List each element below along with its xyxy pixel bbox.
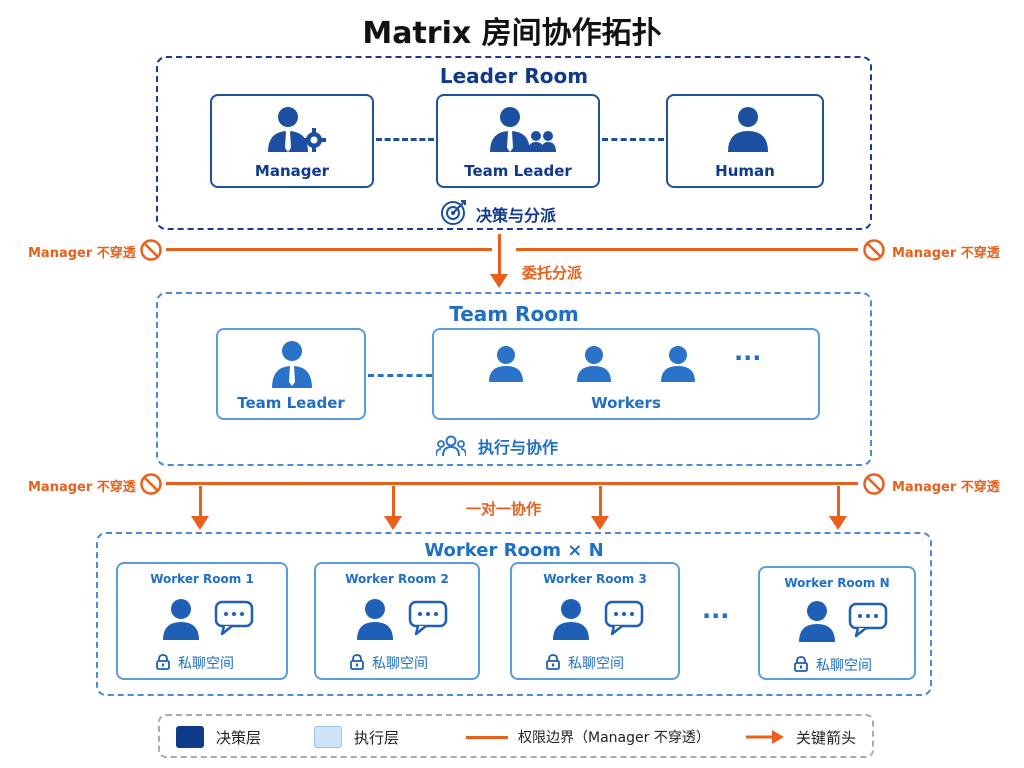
no-entry-icon bbox=[863, 239, 885, 261]
delegate-label: 委托分派 bbox=[522, 264, 583, 282]
person-icon bbox=[357, 599, 393, 640]
lock-icon bbox=[156, 654, 170, 670]
one-to-one-arrow-4 bbox=[837, 486, 840, 518]
leader-connector-1 bbox=[376, 138, 434, 141]
human-icon bbox=[728, 107, 768, 152]
one-to-one-arrow-3 bbox=[599, 486, 602, 518]
boundary-label-right-2: Manager 不穿透 bbox=[892, 480, 1000, 495]
one-to-one-label: 一对一协作 bbox=[466, 500, 542, 518]
team-leader-icon bbox=[490, 107, 556, 152]
chat-bubble-icon bbox=[848, 602, 888, 638]
worker-room-label-1: Worker Room 1 bbox=[150, 572, 254, 586]
manager-label: Manager bbox=[254, 162, 330, 180]
lock-icon bbox=[794, 656, 808, 672]
boundary-label-left-2: Manager 不穿透 bbox=[28, 480, 136, 495]
boundary-line-1-left bbox=[166, 248, 492, 251]
team-room: Team Room Team Leader ··· Workers 执行与协作 bbox=[156, 292, 872, 466]
team-room-title: Team Room bbox=[449, 302, 579, 326]
one-to-one-arrow-2 bbox=[392, 486, 395, 518]
team-connector bbox=[368, 374, 432, 377]
legend-boundary-line bbox=[466, 736, 508, 739]
legend-boundary-label: 权限边界（Manager 不穿透） bbox=[518, 730, 710, 746]
lock-icon bbox=[546, 654, 560, 670]
worker-room-card-2: Worker Room 2 私聊空间 bbox=[314, 562, 480, 680]
no-entry-icon bbox=[140, 239, 162, 261]
workers-card: ··· Workers bbox=[432, 328, 820, 420]
one-to-one-arrow-head-4 bbox=[829, 516, 847, 530]
boundary-line-2 bbox=[166, 482, 858, 485]
human-card: Human bbox=[666, 94, 824, 188]
person-icon bbox=[553, 599, 589, 640]
team-leader-card-2: Team Leader bbox=[216, 328, 366, 420]
worker-room-title: Worker Room × N bbox=[424, 540, 604, 561]
worker-icon bbox=[661, 346, 695, 382]
leader-room-title: Leader Room bbox=[439, 64, 589, 88]
worker-icon bbox=[489, 346, 523, 382]
chat-bubble-icon bbox=[408, 600, 448, 636]
diagram-title: Matrix 房间协作拓扑 bbox=[362, 16, 662, 51]
boundary-line-1-right bbox=[516, 248, 858, 251]
one-to-one-arrow-head-3 bbox=[591, 516, 609, 530]
legend-arrow-label: 关键箭头 bbox=[796, 729, 857, 747]
delegate-arrow-shaft bbox=[498, 234, 501, 274]
worker-room-group: Worker Room × N Worker Room 1 私聊空间 Worke… bbox=[96, 532, 932, 696]
worker-room-label-3: Worker Room 3 bbox=[543, 572, 647, 586]
manager-icon bbox=[268, 107, 326, 152]
delegate-arrow-head bbox=[490, 274, 508, 288]
private-space-label-3: 私聊空间 bbox=[568, 656, 624, 672]
person-icon bbox=[799, 601, 835, 642]
group-icon bbox=[436, 435, 466, 457]
human-label: Human bbox=[715, 162, 775, 180]
manager-card: Manager bbox=[210, 94, 374, 188]
one-to-one-arrow-1 bbox=[199, 486, 202, 518]
workers-label: Workers bbox=[591, 394, 661, 412]
chat-bubble-icon bbox=[214, 600, 254, 636]
team-leader-label-2: Team Leader bbox=[237, 394, 345, 412]
boundary-label-right-1: Manager 不穿透 bbox=[892, 246, 1000, 261]
one-to-one-arrow-head-2 bbox=[384, 516, 402, 530]
person-icon bbox=[163, 599, 199, 640]
worker-icon bbox=[577, 346, 611, 382]
worker-room-card-3: Worker Room 3 私聊空间 bbox=[510, 562, 680, 680]
boundary-label-left-1: Manager 不穿透 bbox=[28, 246, 136, 261]
worker-rooms-ellipsis: ··· bbox=[702, 602, 730, 630]
lock-icon bbox=[350, 654, 364, 670]
legend-arrow-icon bbox=[746, 730, 784, 744]
private-space-label-2: 私聊空间 bbox=[372, 656, 428, 672]
workers-ellipsis: ··· bbox=[734, 344, 762, 372]
leader-room: Leader Room Manager Team Leader bbox=[156, 56, 872, 230]
private-space-label-1: 私聊空间 bbox=[178, 656, 234, 672]
leader-connector-2 bbox=[602, 138, 664, 141]
one-to-one-arrow-head-1 bbox=[191, 516, 209, 530]
legend-execution-swatch bbox=[314, 726, 342, 748]
worker-room-label-2: Worker Room 2 bbox=[345, 572, 449, 586]
legend-decision-swatch bbox=[176, 726, 204, 748]
worker-room-card-1: Worker Room 1 私聊空间 bbox=[116, 562, 288, 680]
team-leader-label: Team Leader bbox=[464, 162, 572, 180]
legend-decision-label: 决策层 bbox=[216, 729, 262, 747]
team-room-caption: 执行与协作 bbox=[478, 438, 559, 457]
chat-bubble-icon bbox=[604, 600, 644, 636]
target-icon bbox=[441, 200, 466, 225]
worker-room-card-n: Worker Room N 私聊空间 bbox=[758, 566, 916, 680]
team-leader-icon bbox=[272, 341, 312, 388]
leader-room-caption: 决策与分派 bbox=[476, 206, 557, 225]
legend-execution-label: 执行层 bbox=[354, 729, 400, 747]
legend: 决策层 执行层 权限边界（Manager 不穿透） 关键箭头 bbox=[158, 714, 874, 758]
team-leader-card: Team Leader bbox=[436, 94, 600, 188]
no-entry-icon bbox=[863, 473, 885, 495]
private-space-label-n: 私聊空间 bbox=[816, 658, 872, 674]
no-entry-icon bbox=[140, 473, 162, 495]
worker-room-label-n: Worker Room N bbox=[784, 576, 890, 590]
